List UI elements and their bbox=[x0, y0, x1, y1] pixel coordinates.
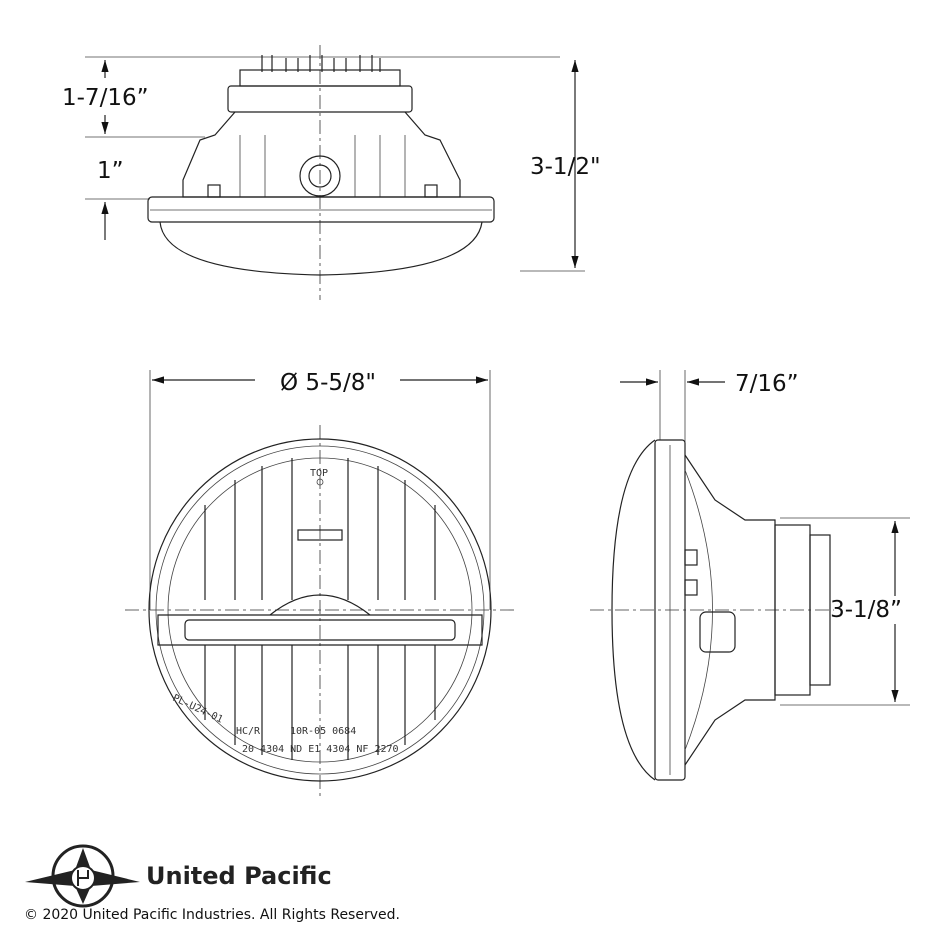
dim-label-flange-thickness: 7/16” bbox=[735, 371, 799, 397]
brand-name: United Pacific bbox=[146, 862, 332, 890]
dim-label-overall-depth: 3-1/2" bbox=[530, 154, 601, 180]
united-pacific-logo bbox=[25, 844, 140, 908]
lens-marking-top: TOP bbox=[310, 468, 328, 479]
lens-marking-2: 10R-05 0684 bbox=[290, 726, 356, 737]
top-view: 1-7/16” 1” 3-1/2" bbox=[62, 45, 601, 300]
dim-label-neck-height: 1-7/16” bbox=[62, 85, 149, 111]
lens-marking-1: PL-U24-01 bbox=[171, 693, 225, 726]
side-view: 7/16” 3-1/8” bbox=[590, 370, 910, 781]
lens-marking-4: 20 4304 ND E1 4304 NF 2270 bbox=[242, 744, 399, 755]
dim-label-diameter: Ø 5-5/8" bbox=[280, 370, 376, 396]
dim-label-flange-housing: 1” bbox=[97, 158, 124, 184]
dim-label-connector-diameter: 3-1/8” bbox=[830, 597, 902, 623]
front-view: Ø 5-5/8" TOP PL-U24-01 HC/R 10R-05 0684 … bbox=[125, 370, 515, 800]
lens-marking-3: HC/R bbox=[236, 726, 261, 737]
copyright-notice: © 2020 United Pacific Industries. All Ri… bbox=[24, 907, 400, 923]
